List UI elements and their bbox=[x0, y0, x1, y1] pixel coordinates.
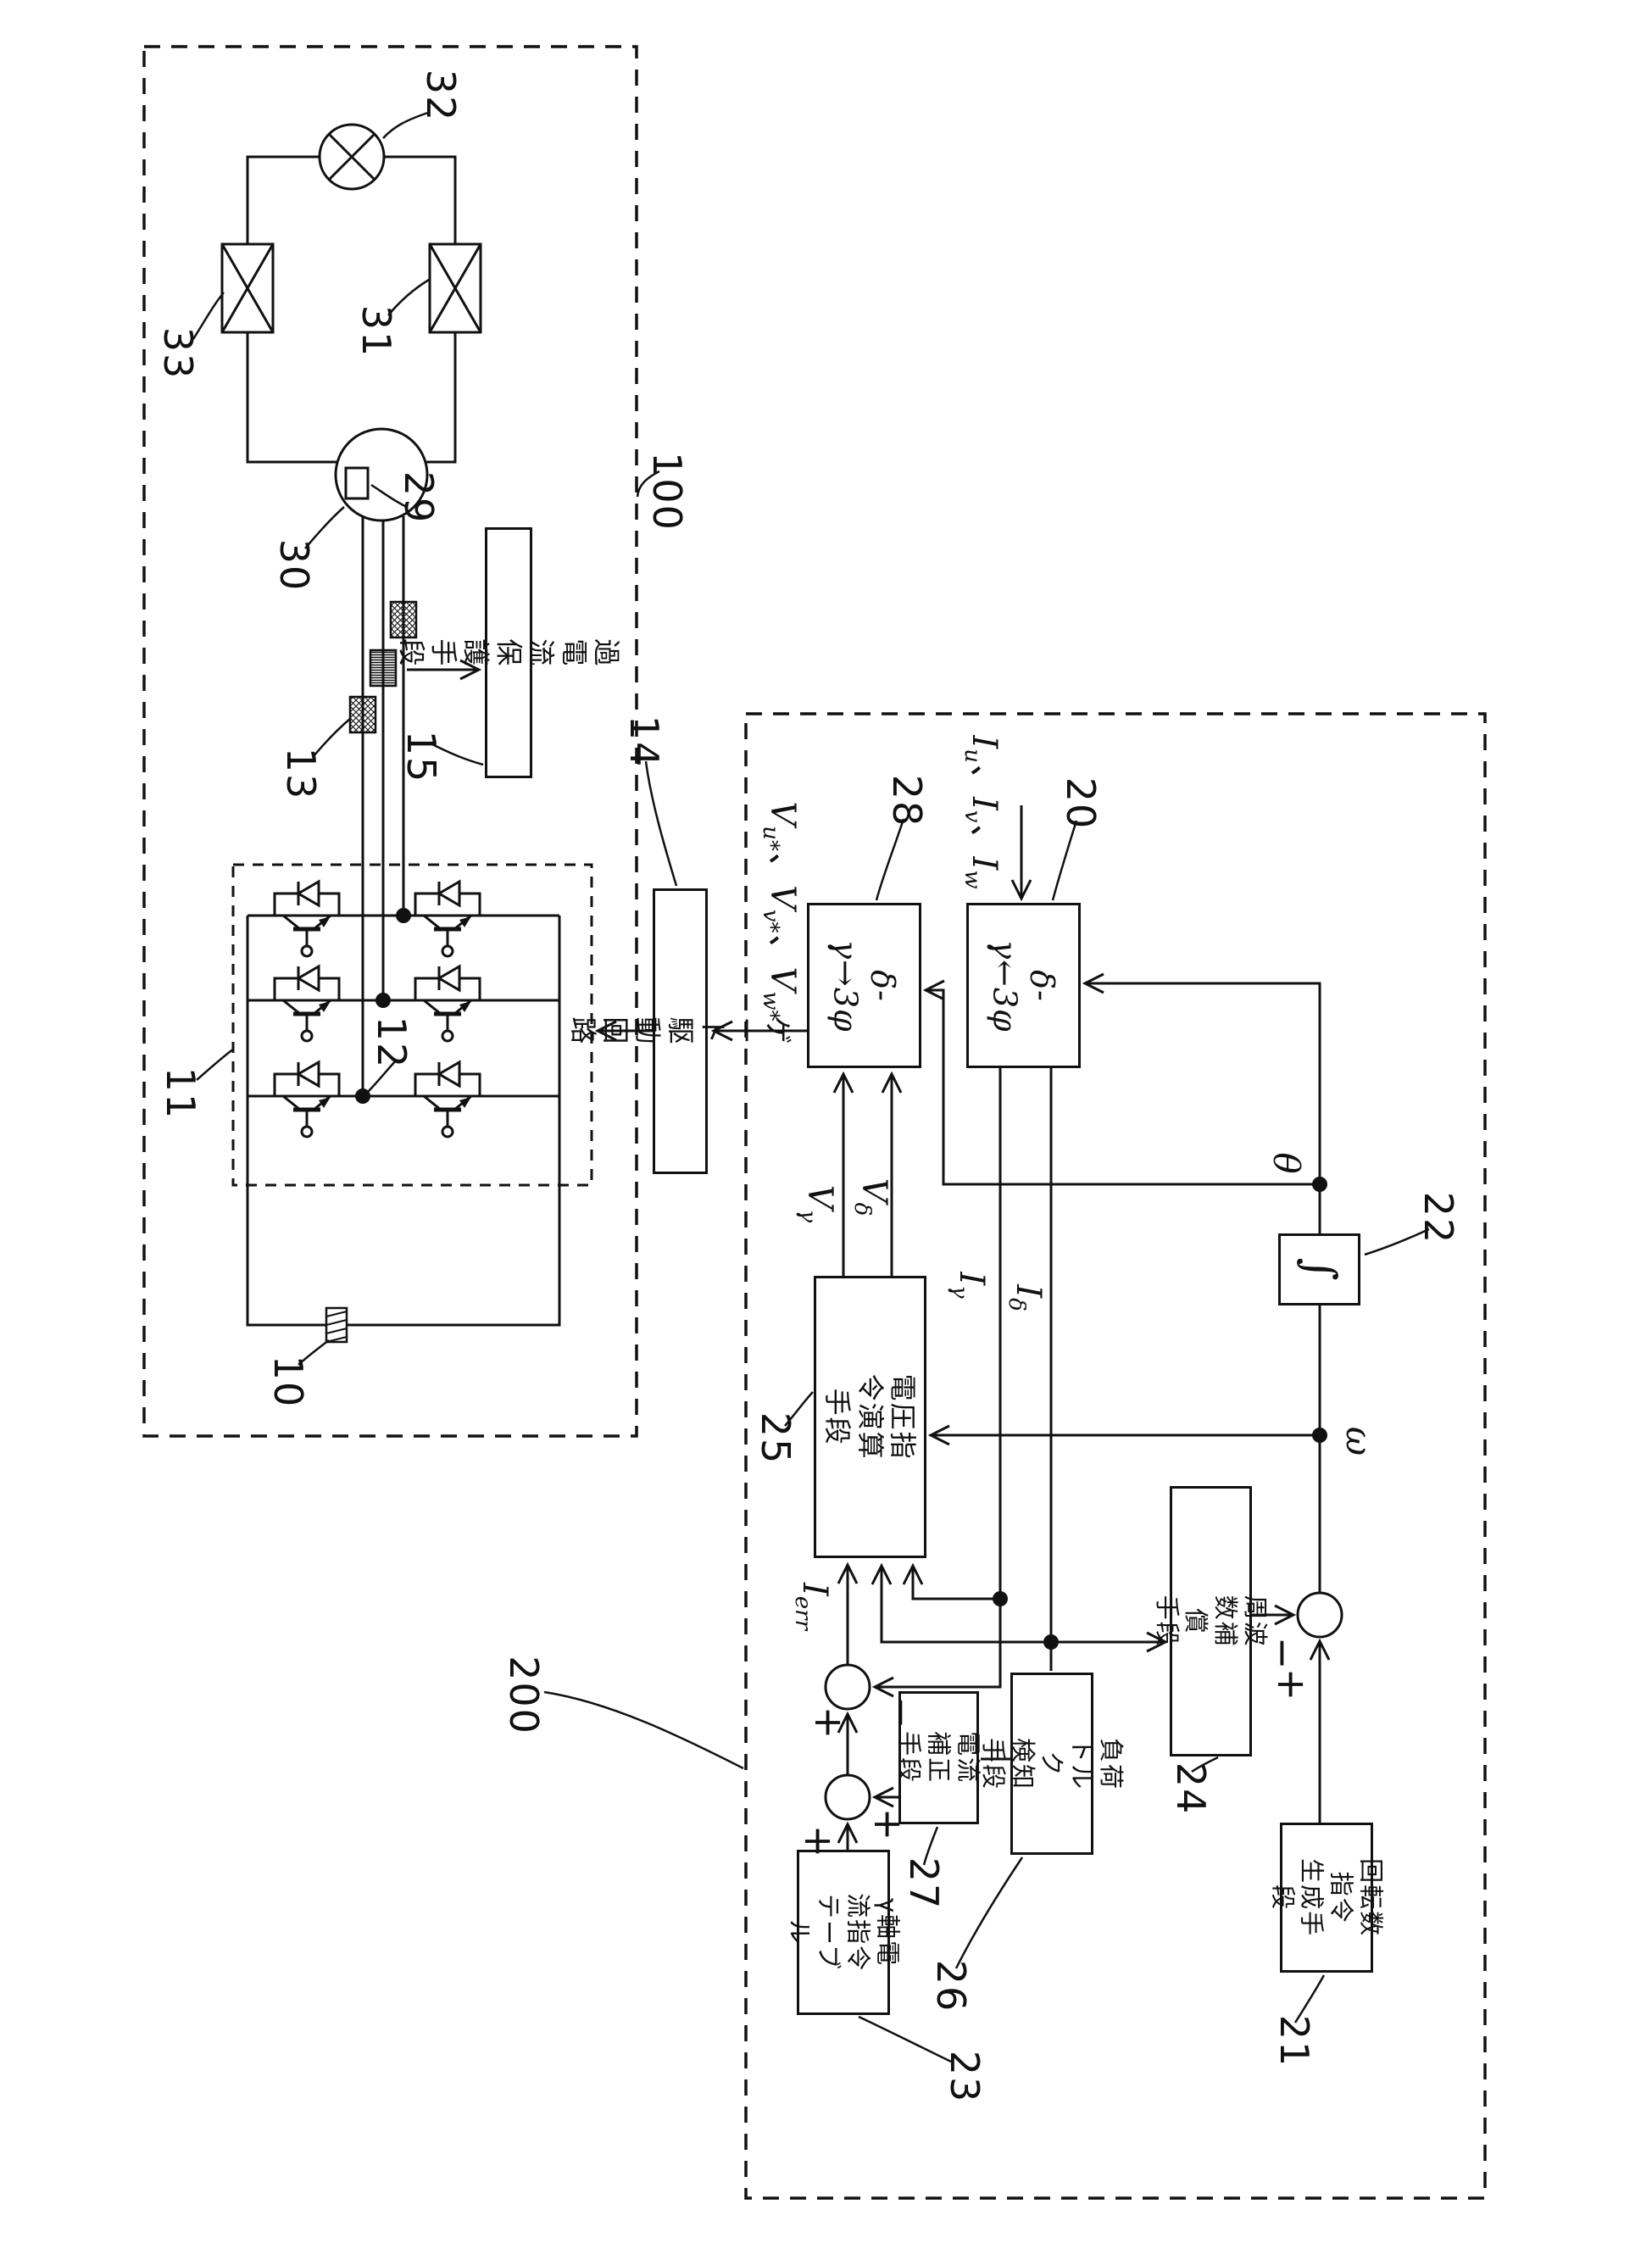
signal-label-voltage-commands: Vu*、Vv*、Vw* bbox=[758, 801, 802, 1022]
wire-i-gamma-branch bbox=[913, 1566, 1000, 1600]
ref-25: 25 bbox=[753, 1411, 798, 1466]
box-load-torque-detection-label: 負荷トルク 検知手段 bbox=[978, 1737, 1126, 1790]
box-gate-drive-circuit: ゲート駆動回路 bbox=[567, 888, 794, 1174]
box-gamma-axis-current-command-table: γ軸電流指令 テーブル bbox=[785, 1850, 903, 2015]
ref-200: 200 bbox=[501, 1656, 547, 1735]
box-current-correction: 電流補正 手段 bbox=[895, 1691, 983, 1824]
signal-label-omega: ω bbox=[1338, 1426, 1380, 1456]
box-speed-command-generation: 回転数指令 生成手段 bbox=[1268, 1823, 1386, 1973]
signal-label-i-err: Ierr bbox=[790, 1582, 834, 1631]
wire-i-delta-branch-left bbox=[882, 1566, 1051, 1644]
igbt-devices bbox=[273, 879, 481, 1138]
box-voltage-command-label: 電圧指令演算 手段 bbox=[821, 1373, 920, 1461]
ref-33: 33 bbox=[155, 326, 201, 381]
box-overcurrent-protection-label: 過電流保護手段 bbox=[395, 637, 623, 667]
heat-exchanger-33-icon bbox=[220, 242, 275, 334]
box-voltage-command-calculation: 電圧指令演算 手段 bbox=[814, 1276, 926, 1558]
refrigerant-piping bbox=[246, 155, 457, 464]
summing-junction-speed bbox=[1296, 1591, 1343, 1639]
box-gamma-current-table-label: γ軸電流指令 テーブル bbox=[785, 1892, 903, 1972]
wire-theta-to-dq-to-3ph bbox=[926, 990, 1320, 1186]
igbt bbox=[414, 879, 481, 958]
dc-bus-lines bbox=[246, 914, 561, 1327]
dashed-box-200-control-section bbox=[744, 712, 1487, 2200]
signal-label-phase-currents: Iu、Iv、Iw bbox=[959, 735, 1004, 889]
ref-100: 100 bbox=[644, 452, 690, 532]
ref-13: 13 bbox=[278, 747, 324, 801]
signal-label-v-gamma: Vγ bbox=[795, 1184, 839, 1223]
compressor-terminal-29 bbox=[344, 466, 370, 500]
box-speed-command-generation-label: 回転数指令 生成手段 bbox=[1268, 1857, 1386, 1937]
ref-11: 11 bbox=[158, 1066, 203, 1121]
signal-label-i-delta: Iδ bbox=[1004, 1284, 1048, 1311]
box-3phase-to-dq-label: δ-γ←3φ bbox=[986, 938, 1061, 1033]
ref-32: 32 bbox=[418, 69, 464, 123]
ref-30: 30 bbox=[271, 538, 317, 593]
box-integrator-label: ∫ bbox=[1293, 1256, 1345, 1283]
dc-source-10 bbox=[325, 1306, 348, 1344]
box-3phase-to-dq-converter: δ-γ←3φ bbox=[966, 903, 1081, 1068]
ref-10: 10 bbox=[265, 1355, 311, 1409]
ref-24: 24 bbox=[1168, 1762, 1214, 1816]
ref-22: 22 bbox=[1416, 1191, 1461, 1245]
leader-lines bbox=[192, 111, 1430, 2063]
signal-label-i-gamma: Iγ bbox=[947, 1272, 991, 1299]
sign-plus-sum-b-bottom: + bbox=[806, 1706, 852, 1740]
sign-plus-sum-a-bottom: + bbox=[796, 1824, 842, 1858]
igbt bbox=[273, 964, 341, 1043]
box-current-correction-label: 電流補正 手段 bbox=[895, 1731, 983, 1784]
ref-28: 28 bbox=[884, 774, 930, 828]
ref-21: 21 bbox=[1271, 2014, 1317, 2068]
sign-minus-sum-speed-left: − bbox=[1260, 1636, 1306, 1670]
ref-20: 20 bbox=[1058, 777, 1104, 831]
ref-29: 29 bbox=[396, 470, 442, 525]
ref-15: 15 bbox=[398, 730, 444, 784]
sign-plus-sum-a-right: + bbox=[865, 1807, 911, 1841]
ref-23: 23 bbox=[942, 2050, 987, 2104]
igbt bbox=[414, 964, 481, 1043]
summing-junction-current-error bbox=[824, 1663, 871, 1711]
ref-12: 12 bbox=[369, 1016, 414, 1070]
signal-label-theta: θ bbox=[1265, 1152, 1308, 1174]
box-overcurrent-protection: 過電流保護手段 bbox=[395, 527, 622, 778]
current-sensors-13 bbox=[348, 600, 418, 734]
dashed-box-11-inverter bbox=[231, 863, 593, 1187]
igbt bbox=[273, 879, 341, 958]
heat-exchanger-31-icon bbox=[428, 242, 482, 334]
box-load-torque-detection: 負荷トルク 検知手段 bbox=[979, 1673, 1126, 1855]
sign-minus-sum-b-right: − bbox=[879, 1695, 925, 1729]
wire-i-gamma bbox=[875, 1068, 1002, 1687]
igbt bbox=[414, 1060, 481, 1138]
summing-junctions bbox=[824, 1591, 1343, 1821]
sign-plus-sum-speed-bottom: + bbox=[1269, 1667, 1315, 1701]
control-wires bbox=[598, 805, 1320, 1850]
wire-theta-to-3ph-to-dq bbox=[1085, 983, 1321, 1233]
signal-label-v-delta: Vδ bbox=[849, 1177, 893, 1216]
igbt bbox=[273, 1060, 341, 1138]
box-dq-to-3phase-converter: δ-γ→3φ bbox=[807, 903, 921, 1068]
expansion-valve-icon bbox=[318, 123, 386, 191]
ref-31: 31 bbox=[353, 304, 399, 359]
summing-junction-current-command bbox=[824, 1773, 871, 1821]
ref-27: 27 bbox=[901, 1857, 947, 1911]
ref-26: 26 bbox=[928, 1959, 974, 2013]
box-integrator: ∫ bbox=[1278, 1233, 1360, 1305]
junction-dots bbox=[355, 908, 1327, 1650]
box-frequency-compensation-label: 周波数補償 手段 bbox=[1152, 1595, 1271, 1648]
box-dq-to-3phase-label: δ-γ→3φ bbox=[826, 938, 902, 1033]
dashed-box-100-power-section bbox=[142, 45, 638, 1438]
compressor-icon bbox=[334, 427, 429, 522]
ref-14: 14 bbox=[621, 715, 667, 769]
box-frequency-compensation: 周波数補償 手段 bbox=[1153, 1486, 1270, 1756]
